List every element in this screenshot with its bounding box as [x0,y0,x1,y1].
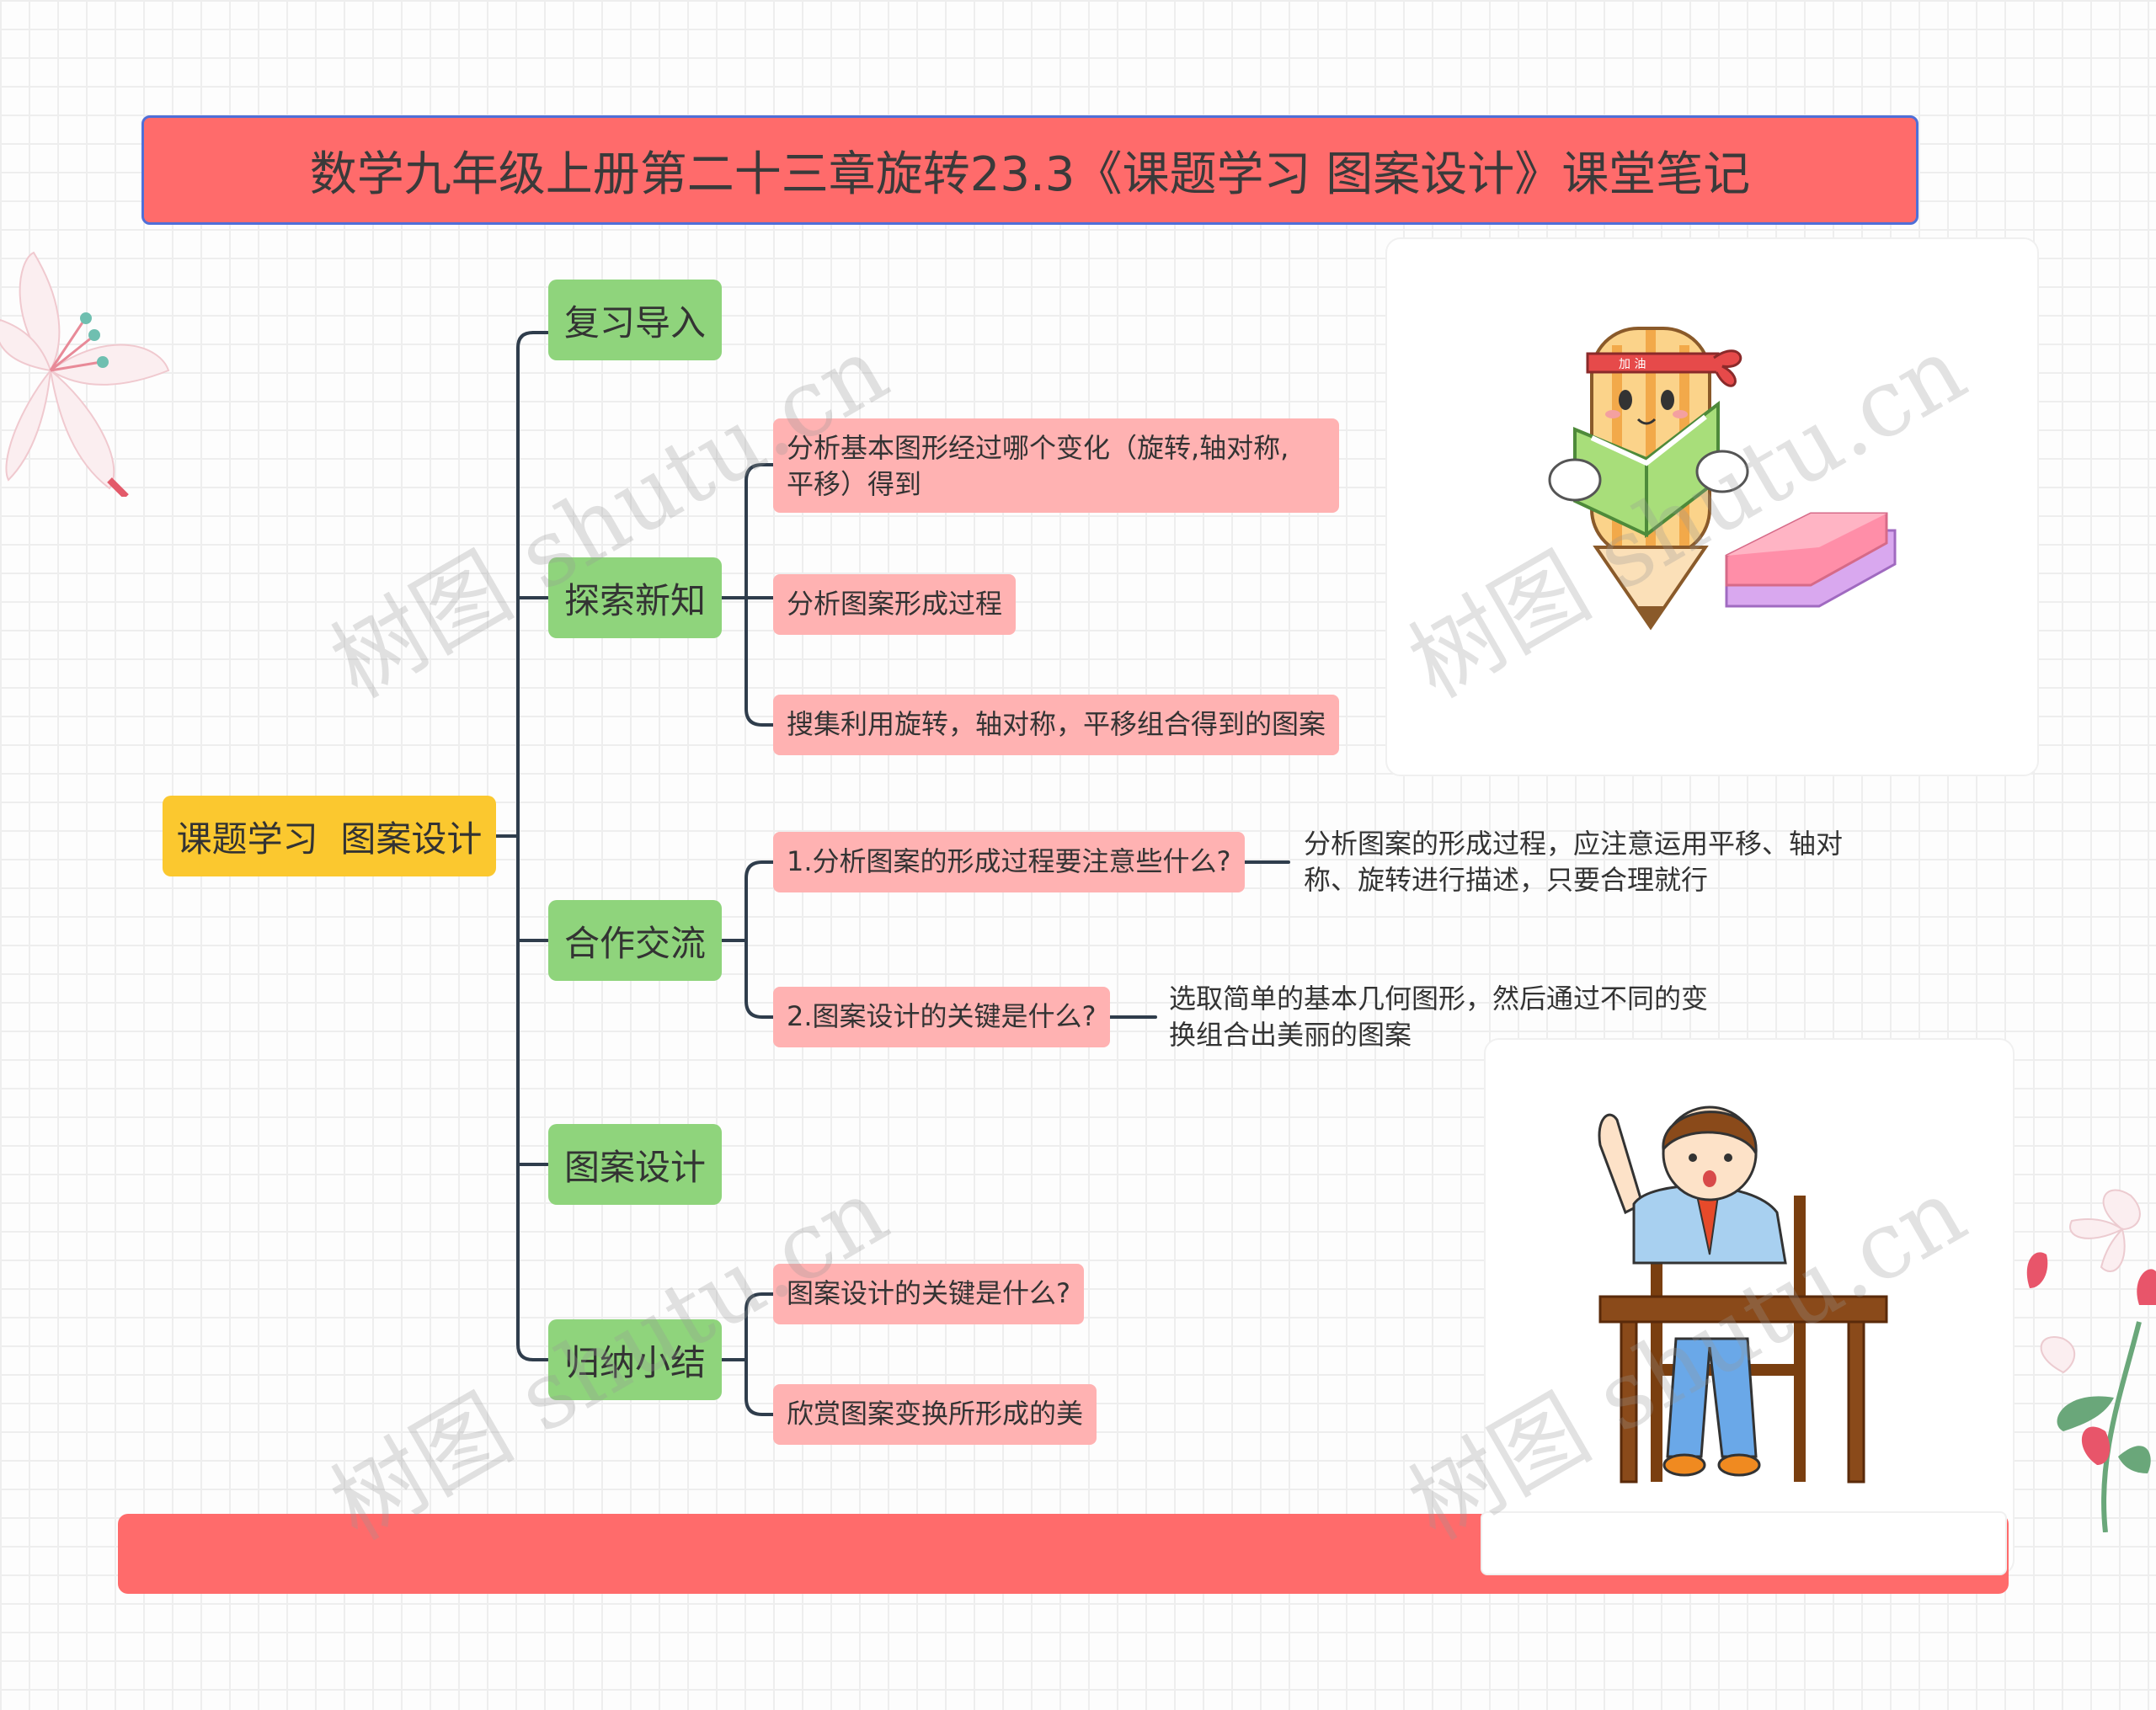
student-raising-hand-illustration [1598,1105,1888,1484]
leaf-collect-patterns[interactable]: 搜集利用旋转，轴对称，平移组合得到的图案 [773,695,1340,755]
branch-pattern-design[interactable]: 图案设计 [548,1124,722,1205]
leaf-summary-key[interactable]: 图案设计的关键是什么? [773,1264,1084,1324]
leaf-question-2[interactable]: 2.图案设计的关键是什么? [773,987,1110,1047]
branch-review-intro[interactable]: 复习导入 [548,280,722,360]
branch-explore-new[interactable]: 探索新知 [548,557,722,638]
desk [1598,1295,1888,1484]
leaf-summary-beauty[interactable]: 欣赏图案变换所形成的美 [773,1384,1097,1445]
root-node[interactable]: 课题学习 图案设计 [163,796,496,876]
branch-summary[interactable]: 归纳小结 [548,1319,722,1400]
leaf-question-1[interactable]: 1.分析图案的形成过程要注意些什么? [773,832,1245,892]
trunk-line [516,331,535,1361]
page-title: 数学九年级上册第二十三章旋转23.3《课题学习 图案设计》课堂笔记 [141,115,1919,225]
leaf-analyze-transform[interactable]: 分析基本图形经过哪个变化（旋转,轴对称, 平移）得到 [773,418,1339,513]
answer-2: 选取简单的基本几何图形，然后通过不同的变 换组合出美丽的图案 [1169,983,1709,1051]
pencil-illustration-card [1385,237,2039,776]
leaf-analyze-process[interactable]: 分析图案形成过程 [773,574,1017,635]
headband-text: 加 油 [1619,358,1646,371]
lily-flower-left-decoration [0,251,170,497]
answer-1: 分析图案的形成过程，应注意运用平移、轴对 称、旋转进行描述，只要合理就行 [1304,828,1844,896]
lily-flower-right-decoration [2026,1189,2156,1532]
footer-card-overlap [1481,1511,2007,1575]
pencil-reading-illustration: 加 油 [1548,327,1897,631]
pink-books [1725,512,1897,608]
branch-cooperation[interactable]: 合作交流 [548,900,722,981]
student [1598,1105,1787,1477]
